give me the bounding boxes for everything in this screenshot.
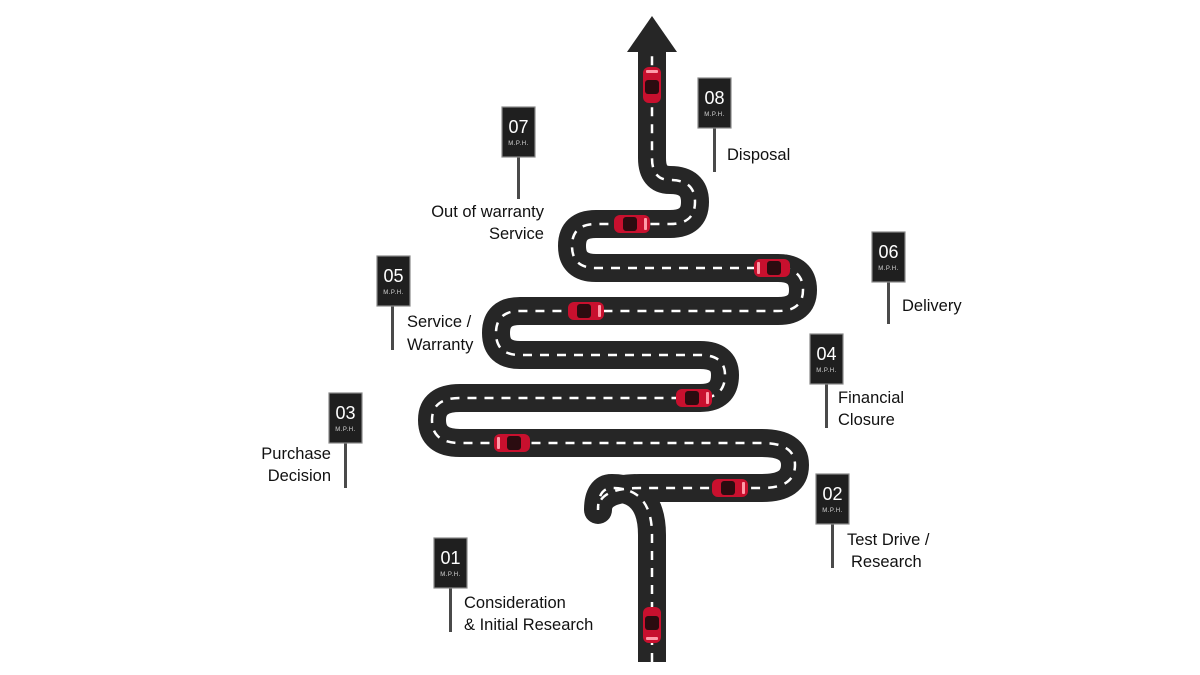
stage-label-line-1: Purchase <box>261 445 331 463</box>
speed-sign <box>697 77 732 129</box>
speed-sign <box>376 255 411 307</box>
speed-unit: M.P.H. <box>383 290 404 296</box>
sign-post <box>713 126 716 172</box>
stage-02: 02 M.P.H. Test Drive / Research <box>815 473 930 571</box>
speed-unit: M.P.H. <box>508 141 529 147</box>
speed-unit: M.P.H. <box>822 508 843 514</box>
stage-05: 05 M.P.H. Service / Warranty <box>376 255 474 354</box>
speed-sign <box>433 537 468 589</box>
stage-number: 07 <box>508 117 528 137</box>
car-icon <box>614 215 650 233</box>
winding-road <box>418 16 817 662</box>
stage-06: 06 M.P.H. Delivery <box>871 231 962 324</box>
sign-post <box>825 382 828 428</box>
speed-sign <box>871 231 906 283</box>
car-icon <box>643 67 661 103</box>
speed-sign <box>809 333 844 385</box>
stage-07: 07 M.P.H. Out of warranty Service <box>431 106 545 243</box>
stage-label-line-2: Warranty <box>407 336 474 354</box>
sign-post <box>887 280 890 324</box>
stage-label-line-2: Service <box>489 225 544 243</box>
stage-label-line-1: Financial <box>838 389 904 407</box>
stage-number: 04 <box>816 344 836 364</box>
stage-label-line-1: Out of warranty <box>431 203 545 221</box>
speed-unit: M.P.H. <box>816 368 837 374</box>
road-surface <box>418 52 817 662</box>
car-icon <box>754 259 790 277</box>
stage-label-line-1: Disposal <box>727 146 790 164</box>
sign-post <box>344 440 347 488</box>
car-icon <box>712 479 748 497</box>
stage-label-line-1: Consideration <box>464 594 566 612</box>
car-icon <box>568 302 604 320</box>
stage-04: 04 M.P.H. Financial Closure <box>809 333 904 429</box>
stage-label-line-2: Closure <box>838 411 895 429</box>
speed-sign <box>501 106 536 158</box>
arrow-head-icon <box>627 16 677 52</box>
speed-unit: M.P.H. <box>878 266 899 272</box>
car-icon <box>676 389 712 407</box>
stage-03: 03 M.P.H. Purchase Decision <box>261 392 363 488</box>
car-icon <box>643 607 661 643</box>
car-icon <box>494 434 530 452</box>
stage-number: 02 <box>822 484 842 504</box>
speed-sign <box>328 392 363 444</box>
cars <box>494 67 790 643</box>
stage-label-line-2: & Initial Research <box>464 616 593 634</box>
sign-post <box>831 522 834 568</box>
stage-number: 05 <box>383 266 403 286</box>
stage-label-line-1: Service / <box>407 313 472 331</box>
stage-number: 01 <box>440 548 460 568</box>
stage-number: 08 <box>704 88 724 108</box>
stage-label-line-1: Delivery <box>902 297 962 315</box>
stage-label-line-2: Decision <box>268 467 331 485</box>
sign-post <box>449 586 452 632</box>
stage-label-line-1: Test Drive / <box>847 531 930 549</box>
stage-number: 03 <box>335 403 355 423</box>
stage-number: 06 <box>878 242 898 262</box>
speed-unit: M.P.H. <box>440 572 461 578</box>
sign-post <box>391 304 394 350</box>
speed-unit: M.P.H. <box>704 112 725 118</box>
stage-label-line-2: Research <box>851 553 922 571</box>
sign-post <box>517 155 520 199</box>
speed-sign <box>815 473 850 525</box>
stage-01: 01 M.P.H. Consideration & Initial Resear… <box>433 537 593 634</box>
stage-08: 08 M.P.H. Disposal <box>697 77 790 172</box>
speed-unit: M.P.H. <box>335 427 356 433</box>
